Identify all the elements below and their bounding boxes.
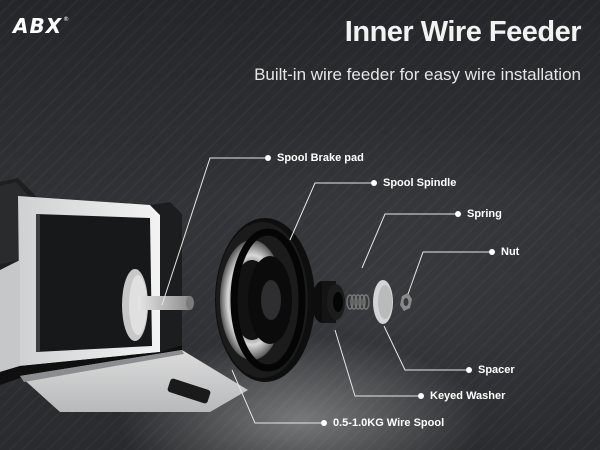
callout-wire-spool: 0.5-1.0KG Wire Spool bbox=[333, 417, 445, 429]
registered-mark: ® bbox=[63, 16, 70, 23]
leader-spacer bbox=[383, 325, 466, 371]
page-subtitle: Built-in wire feeder for easy wire insta… bbox=[254, 65, 581, 84]
leader-nut bbox=[407, 251, 489, 295]
leader-wire-spool bbox=[231, 369, 321, 424]
leader-spool-brake-pad bbox=[161, 157, 265, 306]
wire-spool bbox=[215, 218, 315, 382]
leader-keyed-washer bbox=[334, 329, 418, 397]
callout-spool-spindle: Spool Spindle bbox=[383, 177, 457, 189]
spring-part bbox=[346, 294, 370, 310]
callout-spool-brake-pad: Spool Brake pad bbox=[277, 152, 364, 164]
welder-machine bbox=[0, 178, 248, 412]
page-title: Inner Wire Feeder bbox=[344, 16, 582, 48]
leader-lines bbox=[161, 157, 489, 424]
leader-spring bbox=[361, 213, 455, 269]
leader-dots bbox=[265, 155, 495, 426]
callout-nut: Nut bbox=[501, 246, 520, 258]
callout-keyed-washer: Keyed Washer bbox=[430, 390, 506, 402]
callout-spring: Spring bbox=[467, 208, 502, 220]
brand-logo-text: ABX bbox=[13, 14, 63, 38]
callout-spacer: Spacer bbox=[478, 364, 515, 376]
nut-part bbox=[400, 293, 412, 311]
spacer-part bbox=[373, 280, 393, 324]
keyed-washer-part bbox=[312, 281, 345, 323]
leader-spool-spindle bbox=[289, 182, 371, 241]
brand-logo: ABX ® bbox=[13, 12, 69, 40]
